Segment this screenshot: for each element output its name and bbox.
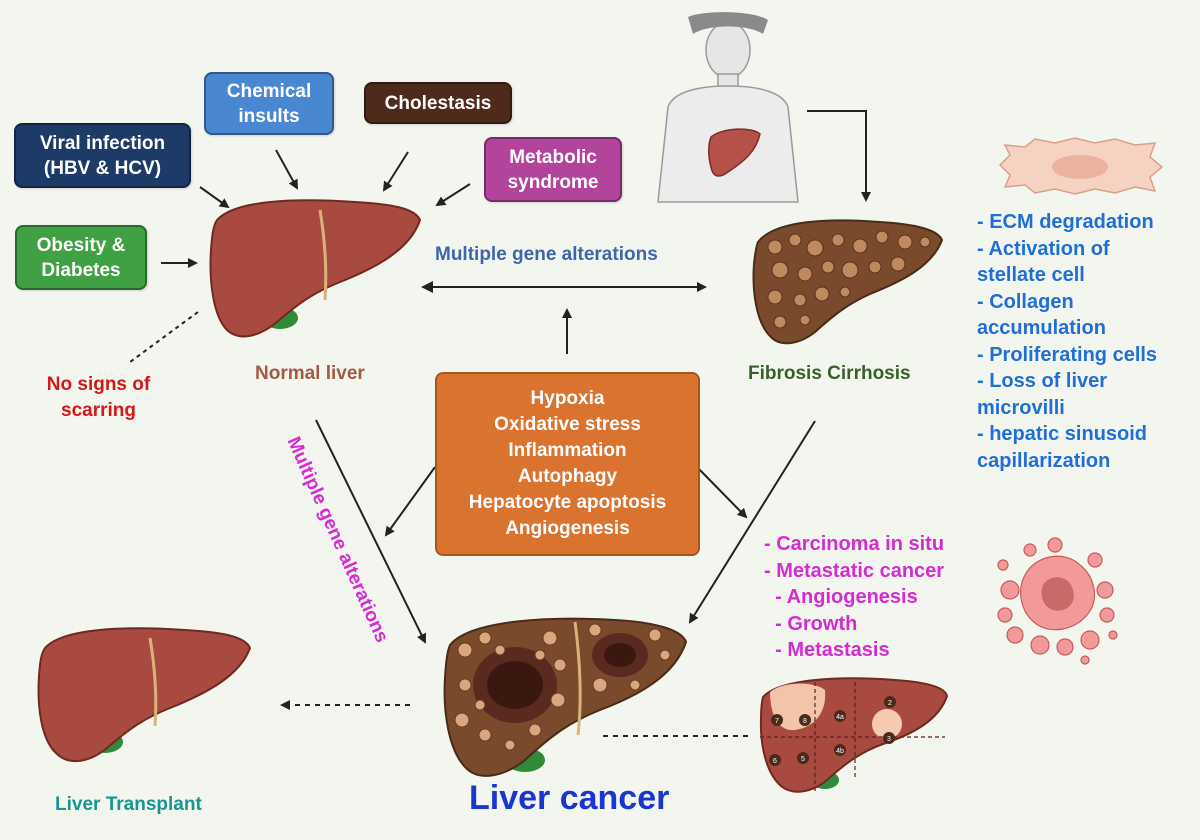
normal-liver-label: Normal liver — [255, 363, 365, 384]
no-scarring-line-1: No signs of — [46, 374, 151, 395]
segment-label: 3 — [887, 736, 891, 743]
gene-alterations-top: Multiple gene alterations — [435, 244, 658, 265]
arrow-fibrosis-cancer — [688, 420, 816, 624]
cancer-feature-item: - Carcinoma in situ — [764, 533, 945, 555]
stellate-cell-illustration — [998, 137, 1164, 195]
cholestasis-box: Cholestasis — [364, 82, 512, 124]
metabolic-line-2: syndrome — [507, 171, 599, 193]
segmented-liver-illustration: 2 7 8 4a 4b 6 5 3 — [759, 677, 949, 793]
fibrosis-feature-item: accumulation — [977, 317, 1106, 339]
fibrosis-feature-item: microvilli — [977, 396, 1065, 419]
fibrosis-feature-item: - ECM degradation — [977, 211, 1154, 233]
cancer-feature-item: - Growth — [764, 612, 858, 635]
obesity-line-2: Diabetes — [41, 259, 121, 281]
chemical-insults-box: Chemical insults — [204, 72, 334, 135]
mechanism-item: Angiogenesis — [505, 518, 630, 539]
cancer-liver-illustration — [443, 617, 688, 777]
arrowhead-left — [421, 281, 433, 293]
segment-label: 5 — [801, 756, 805, 763]
mechanisms-box: Hypoxia Oxidative stress Inflammation Au… — [435, 372, 700, 556]
fibrosis-feature-item: capillarization — [977, 449, 1111, 472]
arrow-cholestasis — [382, 151, 409, 192]
mechanism-item: Autophagy — [517, 466, 618, 487]
metabolic-line-1: Metabolic — [509, 146, 597, 168]
arrow-normal-cancer — [315, 419, 426, 644]
mechanism-item: Oxidative stress — [494, 414, 641, 435]
arrow-metabolic — [435, 183, 471, 207]
transplant-liver-illustration — [37, 627, 252, 763]
mechanism-item: Hepatocyte apoptosis — [468, 492, 667, 513]
viral-line-1: Viral infection — [39, 132, 166, 154]
dotted-no-scarring — [129, 311, 199, 363]
cancer-features-list: - Carcinoma in situ - Metastatic cancer … — [764, 531, 944, 664]
segment-label: 4b — [836, 748, 844, 755]
fibrosis-feature-item: - Collagen — [977, 290, 1074, 313]
fibrosis-feature-item: - Activation of — [977, 237, 1110, 260]
segment-label: 4a — [836, 714, 844, 721]
no-scarring-label: No signs of scarring — [36, 372, 161, 424]
arrow-center-right — [696, 466, 748, 519]
fibrosis-feature-item: - Proliferating cells — [977, 343, 1158, 366]
viral-infection-box: Viral infection (HBV & HCV) — [14, 123, 191, 188]
fibrosis-label: Fibrosis Cirrhosis — [748, 363, 911, 384]
cholestasis-label: Cholestasis — [384, 92, 492, 114]
cancer-feature-item: - Angiogenesis — [764, 586, 918, 608]
metabolic-syndrome-box: Metabolic syndrome — [484, 137, 622, 202]
liver-transplant-label: Liver Transplant — [55, 794, 202, 815]
fibrosis-liver-illustration — [752, 219, 944, 345]
cancer-feature-item: - Metastatic cancer — [764, 559, 945, 582]
segment-label: 8 — [803, 718, 807, 725]
cancer-feature-item: - Metastasis — [764, 639, 890, 661]
mechanism-item: Inflammation — [508, 440, 627, 461]
viral-line-2: (HBV & HCV) — [43, 157, 162, 179]
fibrosis-feature-item: - Loss of liver — [977, 370, 1108, 392]
mechanism-item: Hypoxia — [530, 388, 605, 409]
chemical-line-1: Chemical — [226, 80, 312, 102]
fibrosis-features-list: - ECM degradation - Activation of stella… — [977, 209, 1157, 474]
fibrosis-feature-item: - hepatic sinusoid — [977, 423, 1148, 445]
arrow-chemical — [275, 149, 298, 190]
human-body-illustration — [657, 12, 799, 203]
arrow-center-left — [384, 466, 436, 537]
arrow-viral — [199, 186, 230, 209]
no-scarring-line-2: scarring — [61, 400, 136, 421]
fibrosis-feature-item: stellate cell — [977, 264, 1085, 286]
chemical-line-2: insults — [238, 105, 300, 127]
segment-label: 2 — [888, 700, 892, 707]
normal-liver-illustration — [209, 199, 422, 338]
obesity-line-1: Obesity & — [36, 234, 126, 256]
cancer-cells-illustration — [997, 537, 1118, 665]
segment-label: 7 — [775, 718, 779, 725]
liver-cancer-title: Liver cancer — [469, 779, 670, 817]
arrow-human-fibrosis — [807, 110, 871, 202]
obesity-diabetes-box: Obesity & Diabetes — [15, 225, 147, 290]
segment-label: 6 — [773, 758, 777, 765]
